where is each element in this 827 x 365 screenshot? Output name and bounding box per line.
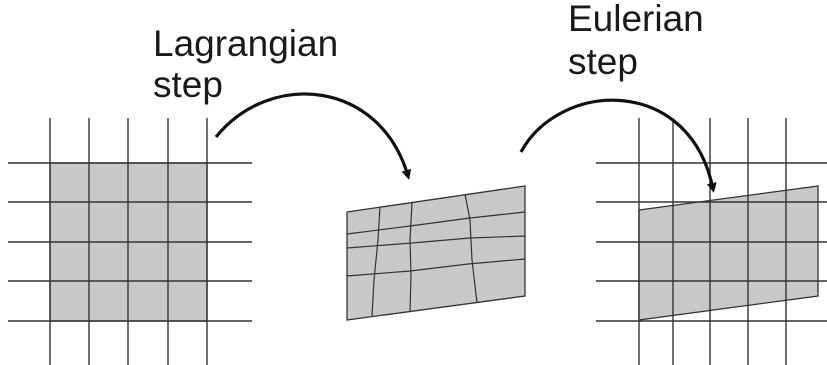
remapped-grid-panel (596, 118, 827, 365)
mesh-line (371, 206, 381, 317)
lagrangian-step-arrow (214, 92, 412, 180)
lagrangian-label-line1: Lagrangian (153, 23, 338, 64)
lagrangian-label-line2: step (153, 64, 223, 105)
remapped-material-region (638, 185, 819, 321)
eulerian-step-arrow (519, 98, 717, 193)
eulerian-label-line1: Eulerian (568, 0, 704, 39)
deformed-mesh-panel (346, 185, 526, 321)
mesh-line (346, 235, 526, 249)
mesh-line (464, 193, 478, 304)
mesh-line (409, 202, 413, 312)
initial-grid-panel (8, 118, 252, 365)
deformed-material-region (346, 185, 526, 321)
mesh-line (346, 258, 526, 277)
eulerian-label-line2: step (568, 41, 638, 82)
